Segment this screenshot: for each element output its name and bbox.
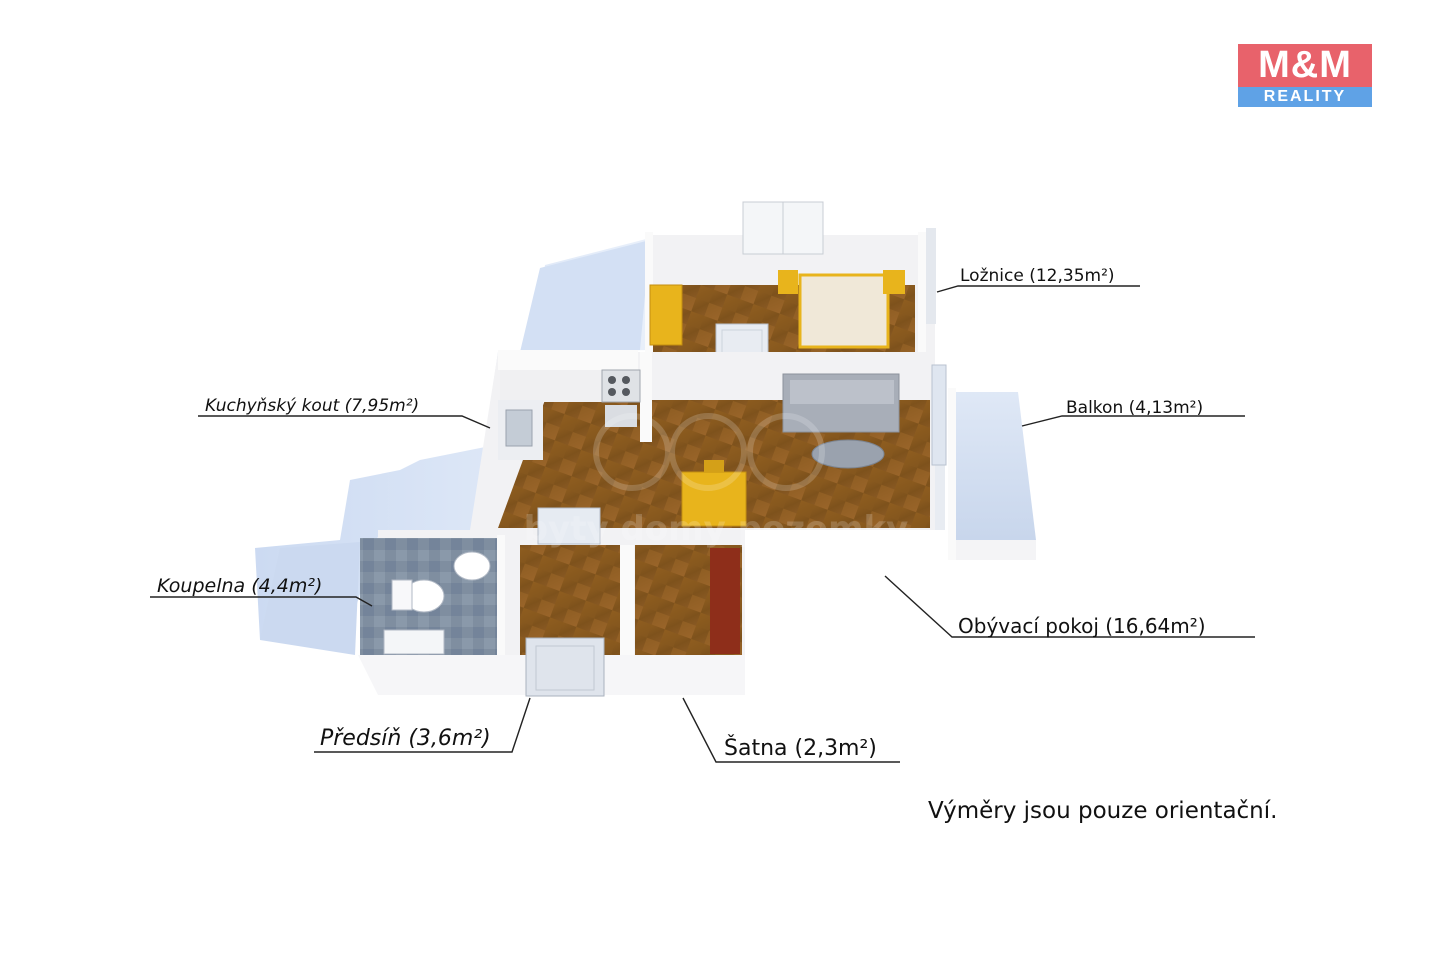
shadow — [255, 238, 650, 655]
sink — [453, 551, 491, 581]
label-balkon: Balkon (4,13m²) — [1066, 398, 1204, 418]
sofa — [782, 373, 900, 433]
disclaimer: Výměry jsou pouze orientační. — [928, 798, 1278, 824]
bathtub — [383, 629, 445, 655]
label-loznice: Ložnice (12,35m²) — [960, 266, 1115, 286]
label-obyvaci-pokoj: Obývací pokoj (16,64m²) — [958, 614, 1206, 638]
kitchen-counter — [498, 369, 641, 460]
window-bedroom — [742, 201, 824, 255]
watermark-text: byty domy pozemky — [524, 509, 909, 549]
balcony-door — [931, 364, 947, 466]
leader-predsin — [314, 697, 531, 753]
entrance-door — [525, 637, 605, 697]
wardrobe-satna — [710, 548, 740, 654]
main-apartment — [470, 350, 947, 530]
lower-rooms — [358, 507, 745, 697]
watermark: byty domy pozemky — [524, 413, 909, 549]
balcony — [948, 388, 1036, 560]
label-koupelna: Koupelna (4,4m²) — [157, 575, 323, 597]
leader-satna — [682, 697, 900, 763]
leader-lines — [150, 285, 1255, 763]
bedroom — [645, 201, 936, 397]
logo: M&M REALITY — [1238, 44, 1372, 107]
label-satna: Šatna (2,3m²) — [724, 736, 877, 761]
label-kuchynsky-kout: Kuchyňský kout (7,95m²) — [205, 396, 420, 416]
label-predsin: Předsíň (3,6m²) — [320, 726, 491, 751]
leader-kuchyn — [198, 415, 491, 429]
leader-koupelna — [150, 596, 373, 607]
bed — [798, 273, 890, 349]
leader-loznice — [936, 285, 1140, 293]
wardrobe — [649, 284, 683, 346]
coffee-table — [811, 439, 885, 469]
leader-balkon — [1021, 415, 1245, 427]
dining-table — [681, 460, 747, 527]
logo-top-text: M&M — [1238, 44, 1372, 87]
hall-door — [537, 507, 601, 545]
leader-obyvaci — [884, 575, 1255, 638]
logo-bottom-text: REALITY — [1238, 87, 1372, 107]
